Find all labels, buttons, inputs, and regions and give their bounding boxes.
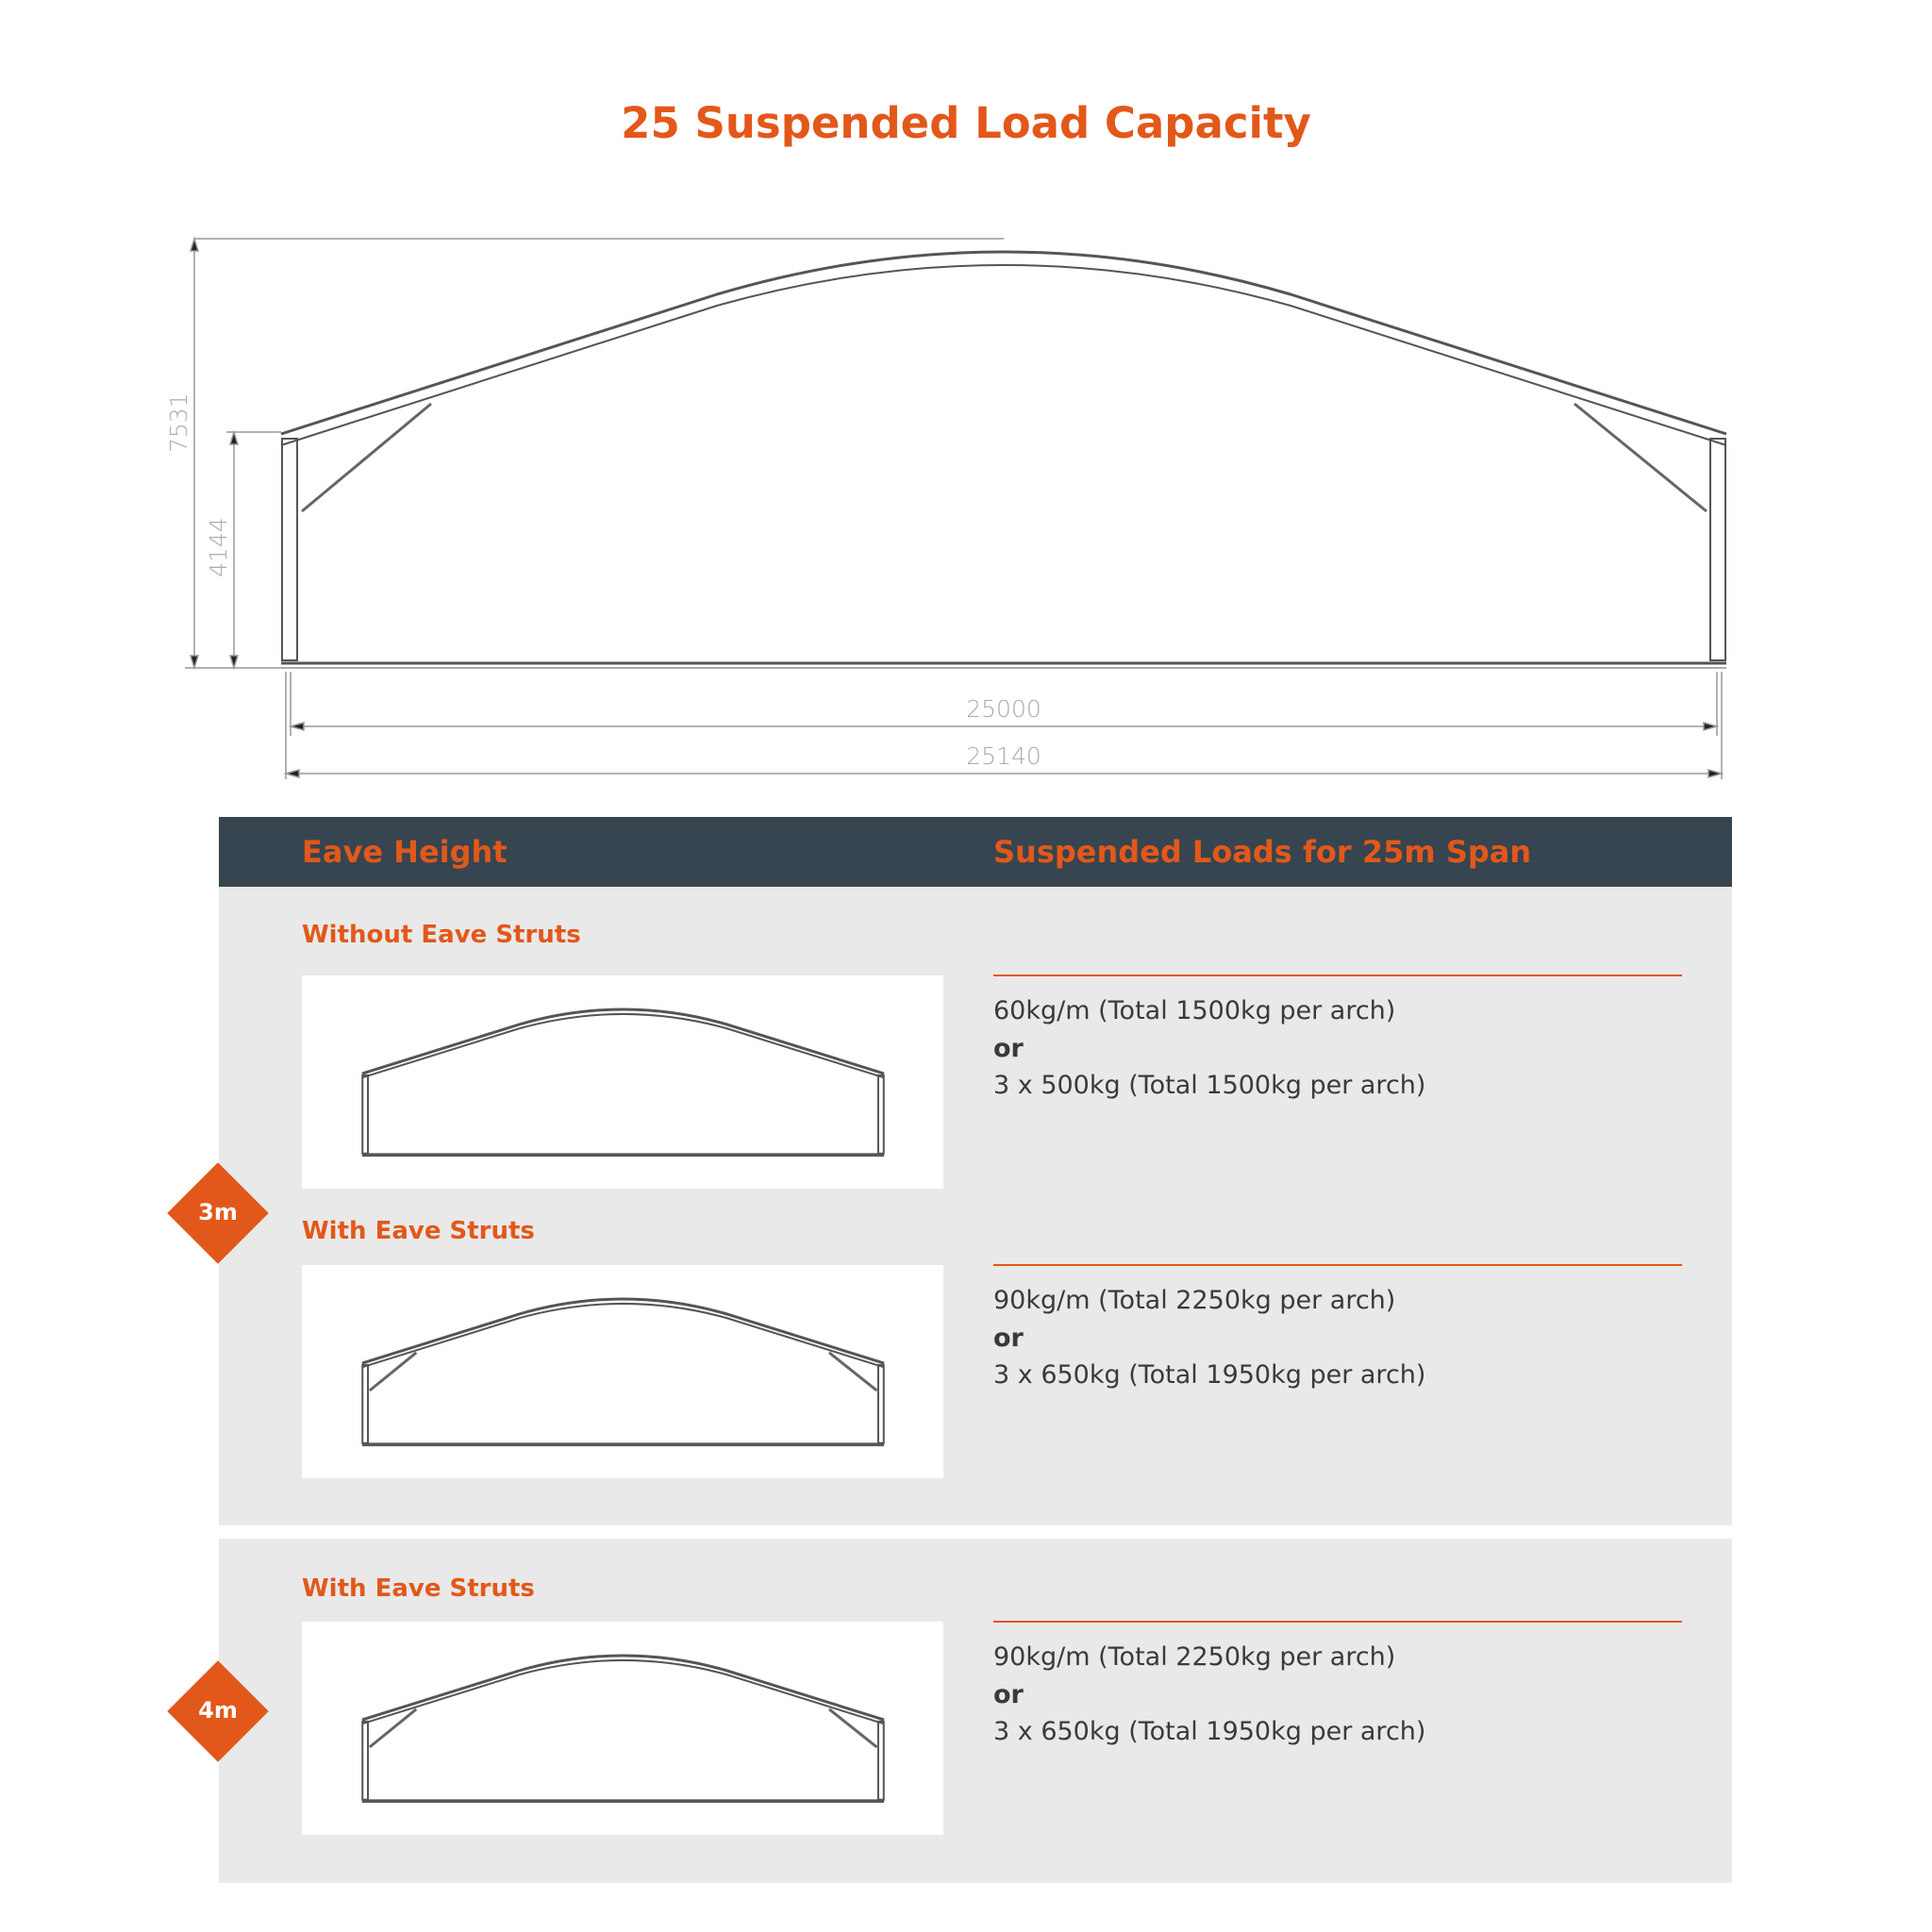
row-label: With Eave Struts bbox=[302, 1217, 535, 1245]
eave-height-dimension: 4144 bbox=[205, 517, 232, 577]
load-line-1: 90kg/m (Total 2250kg per arch) bbox=[993, 1642, 1396, 1672]
or-label: or bbox=[993, 1034, 1024, 1063]
arch-thumbnail-no-struts bbox=[302, 975, 943, 1189]
eave-height-4m-label: 4m bbox=[198, 1697, 238, 1724]
row-label: Without Eave Struts bbox=[302, 921, 581, 949]
header-eave-height: Eave Height bbox=[302, 834, 508, 870]
divider bbox=[993, 974, 1682, 976]
outer-span-dimension: 25140 bbox=[966, 742, 1041, 770]
divider bbox=[993, 1264, 1682, 1266]
or-label: or bbox=[993, 1680, 1024, 1709]
eave-height-3m-label: 3m bbox=[198, 1199, 238, 1225]
arch-thumbnail-with-struts bbox=[302, 1265, 943, 1478]
header-suspended-loads: Suspended Loads for 25m Span bbox=[993, 834, 1532, 870]
load-line-2: 3 x 650kg (Total 1950kg per arch) bbox=[993, 1360, 1426, 1390]
or-label: or bbox=[993, 1324, 1024, 1353]
overall-height-dimension: 7531 bbox=[165, 392, 192, 453]
inner-span-dimension: 25000 bbox=[966, 695, 1041, 723]
table-header: Eave Height Suspended Loads for 25m Span bbox=[219, 817, 1732, 887]
arch-elevation-drawing: 7531 4144 25000 25140 bbox=[165, 236, 1728, 779]
load-line-2: 3 x 500kg (Total 1500kg per arch) bbox=[993, 1071, 1426, 1100]
arch-thumbnail-with-struts bbox=[302, 1622, 943, 1835]
divider bbox=[993, 1621, 1682, 1623]
eave-struts bbox=[300, 402, 1708, 513]
load-line-2: 3 x 650kg (Total 1950kg per arch) bbox=[993, 1717, 1426, 1746]
arch-frame bbox=[279, 250, 1728, 670]
page-title: 25 Suspended Load Capacity bbox=[621, 98, 1311, 148]
load-line-1: 90kg/m (Total 2250kg per arch) bbox=[993, 1286, 1396, 1315]
load-line-1: 60kg/m (Total 1500kg per arch) bbox=[993, 996, 1396, 1025]
row-label: With Eave Struts bbox=[302, 1574, 535, 1603]
